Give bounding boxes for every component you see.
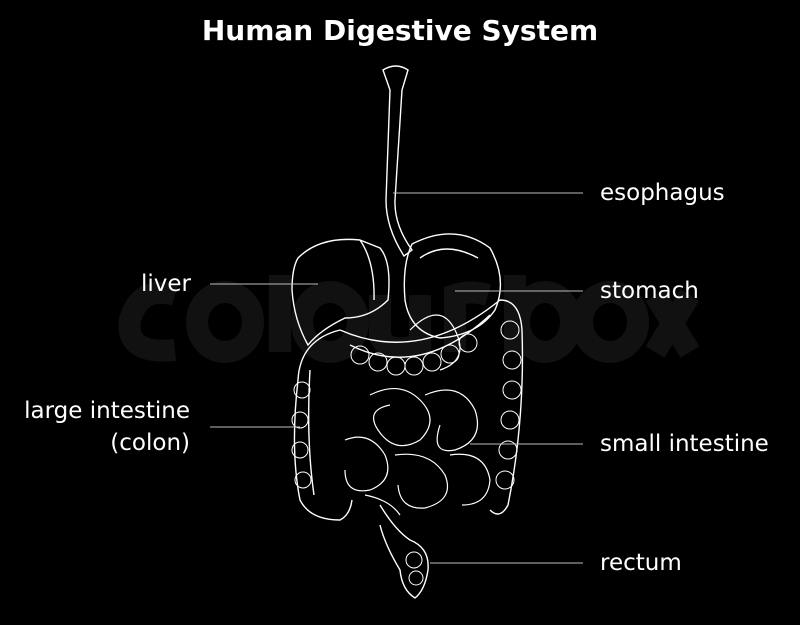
label-stomach: stomach: [600, 278, 699, 304]
label-esophagus: esophagus: [600, 180, 725, 206]
label-rectum: rectum: [600, 550, 682, 576]
label-large-intestine-line1: large intestine: [24, 398, 190, 424]
label-large-intestine-line2: (colon): [110, 430, 190, 456]
small-intestine-shape: [344, 314, 491, 516]
rectum-shape: [379, 504, 429, 599]
esophagus-shape: [382, 65, 413, 258]
liver-shape: [291, 238, 390, 347]
watermark-letterforms: [118, 275, 700, 363]
large-intestine-shape: [293, 299, 524, 521]
label-small-intestine: small intestine: [600, 431, 769, 457]
leader-lines: [210, 192, 583, 564]
label-large-intestine: large intestine (colon): [24, 395, 190, 459]
stomach-shape: [403, 233, 502, 339]
label-liver: liver: [141, 271, 191, 297]
colon-haustra: [291, 320, 522, 490]
diagram-title: Human Digestive System: [201, 14, 599, 47]
